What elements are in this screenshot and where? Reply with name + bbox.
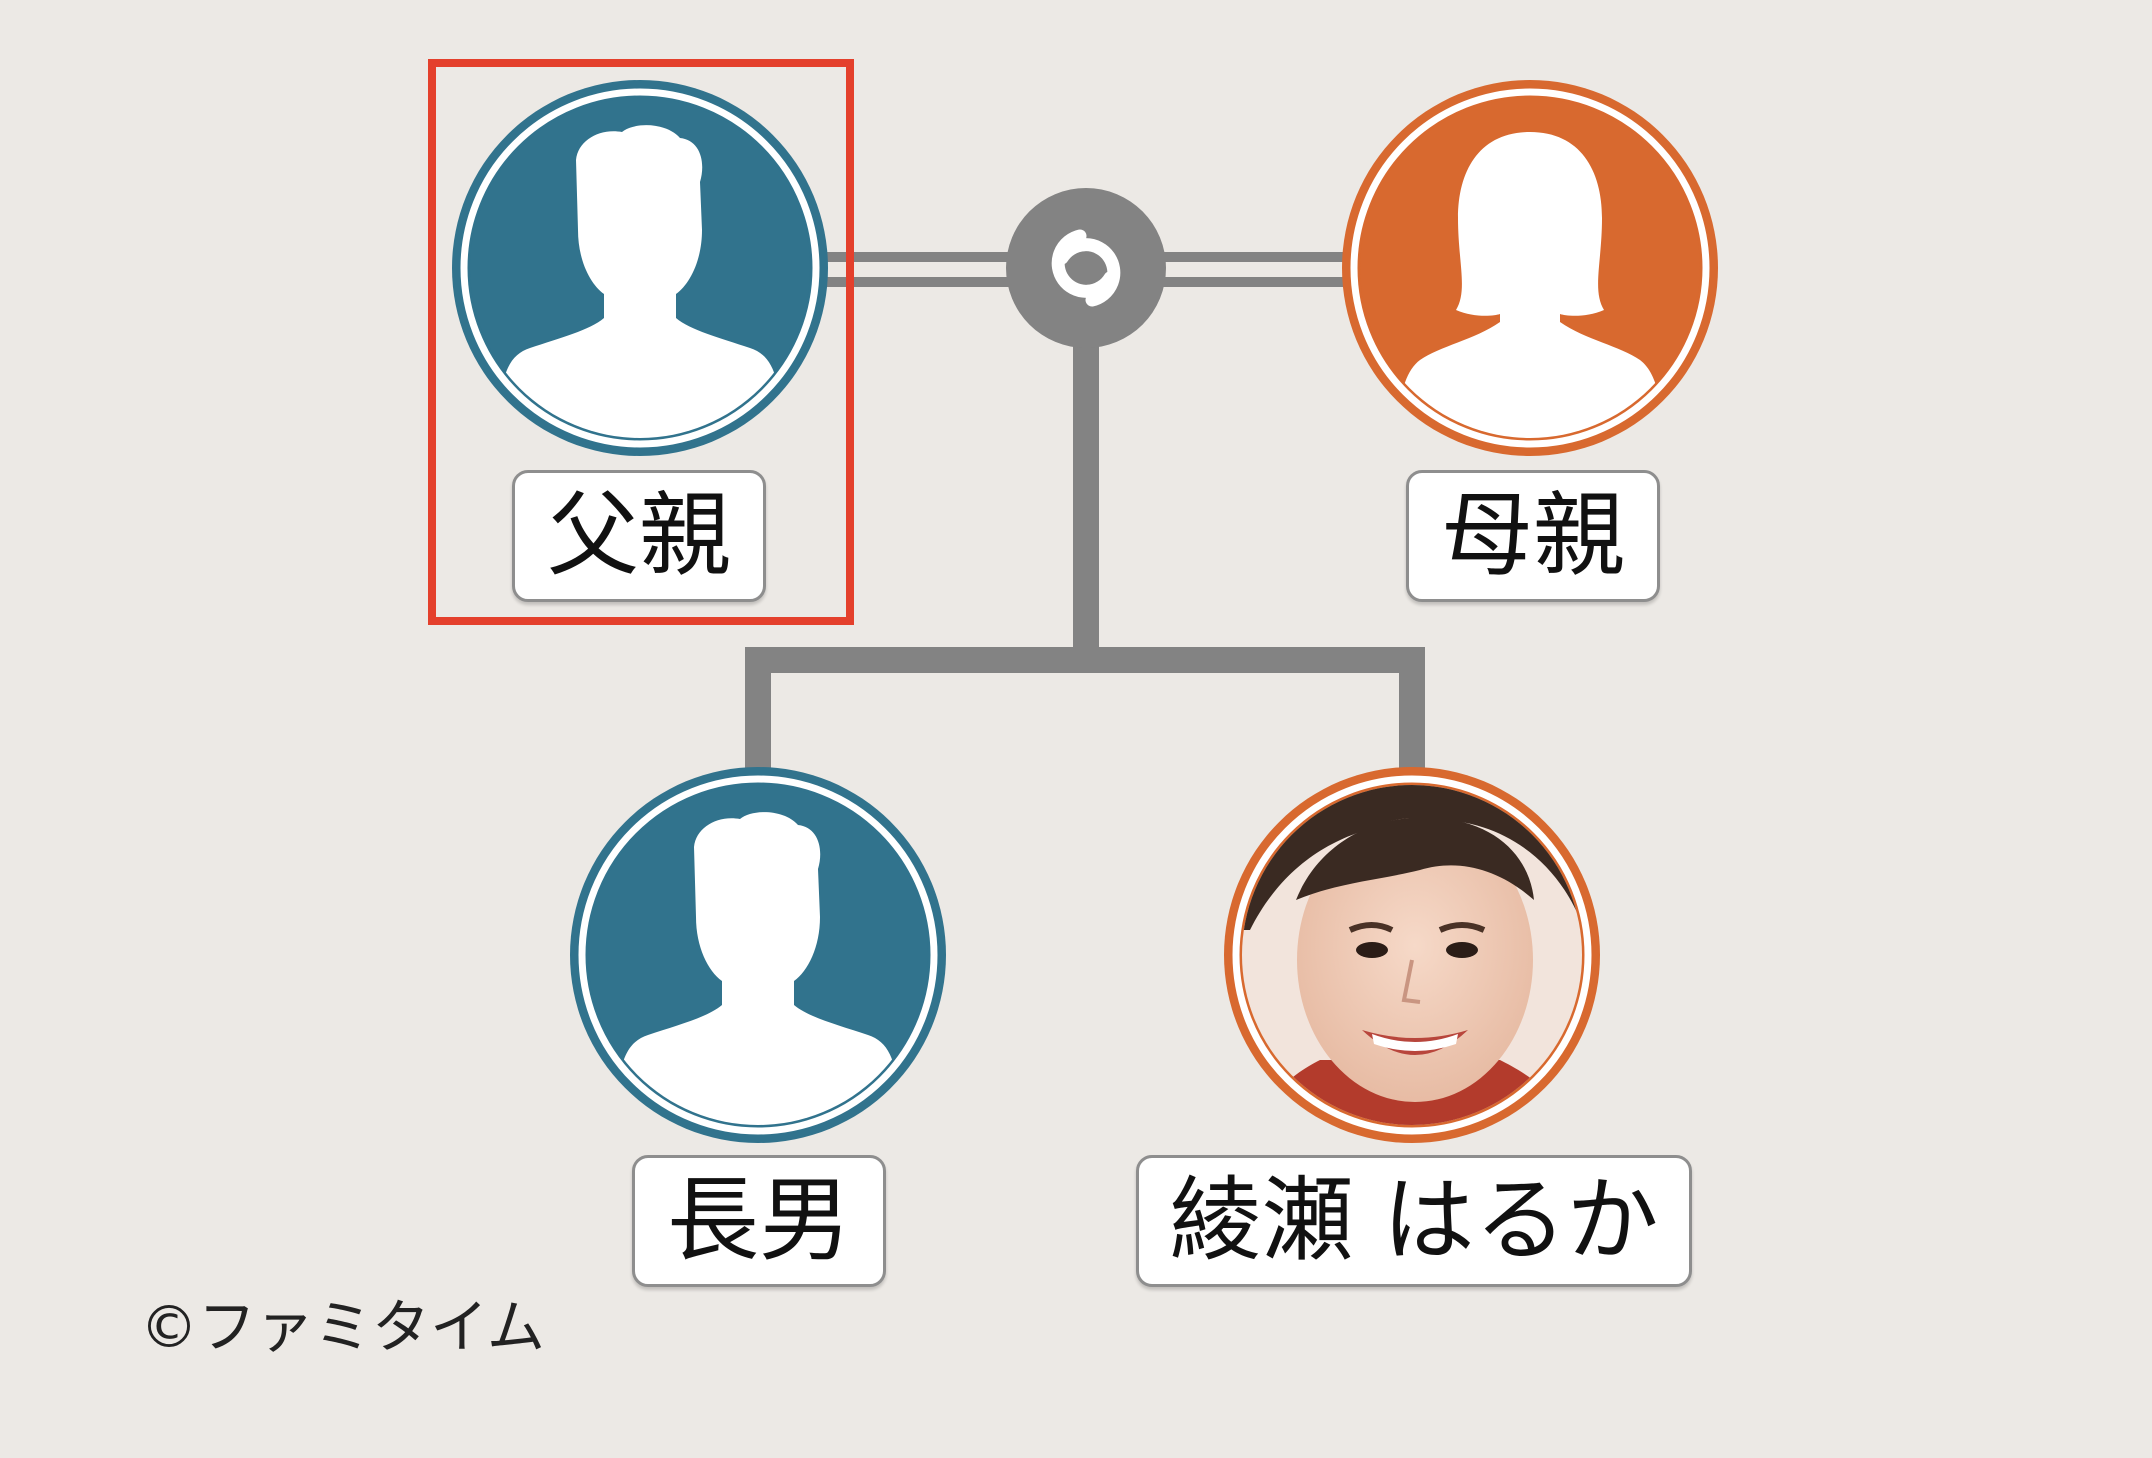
mother-avatar[interactable] bbox=[1342, 80, 1718, 456]
son-name-label[interactable]: 長男 bbox=[632, 1155, 886, 1287]
harua-avatar[interactable] bbox=[1224, 767, 1600, 1143]
son-avatar[interactable] bbox=[570, 767, 946, 1143]
mother-name-label[interactable]: 母親 bbox=[1406, 470, 1660, 602]
harua-name-label[interactable]: 綾瀬 はるか bbox=[1136, 1155, 1692, 1287]
marriage-rings-icon bbox=[1006, 188, 1166, 348]
father-avatar[interactable] bbox=[452, 80, 828, 456]
female-silhouette-icon bbox=[1396, 132, 1664, 438]
father-name-label[interactable]: 父親 bbox=[512, 470, 766, 602]
descent-lines bbox=[745, 330, 1425, 790]
selected-person-highlight bbox=[428, 59, 854, 625]
male-silhouette-icon bbox=[496, 125, 784, 438]
copyright-notice: ©ファミタイム bbox=[140, 1293, 545, 1361]
male-silhouette-icon bbox=[614, 812, 902, 1125]
